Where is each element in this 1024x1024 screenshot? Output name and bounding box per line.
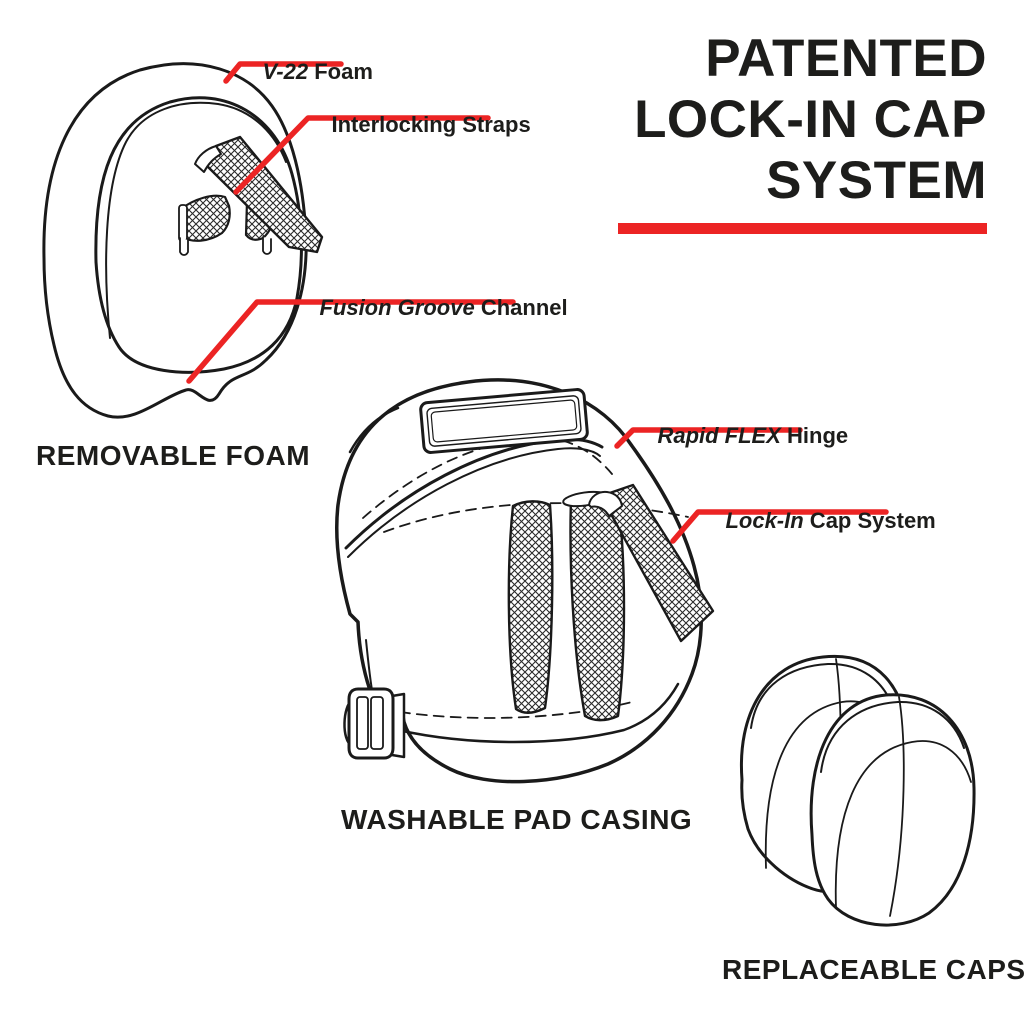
callout-v22-foam: V-22 Foam bbox=[238, 36, 373, 108]
callout-interlocking-straps: Interlocking Straps bbox=[307, 89, 531, 161]
buckle-bar-right bbox=[370, 696, 384, 750]
foam-strap-curl bbox=[194, 145, 222, 173]
leader-lock-in bbox=[670, 509, 889, 544]
leader-interlocking-straps bbox=[233, 115, 491, 195]
cap-front-arch bbox=[834, 740, 972, 909]
callout-fusion-groove-em: Fusion Groove bbox=[319, 295, 475, 320]
replaceable-caps-illustration bbox=[739, 654, 976, 927]
leader-fusion-groove bbox=[186, 299, 516, 384]
page-title: PATENTED LOCK-IN CAP SYSTEM bbox=[618, 28, 987, 234]
title-line-3: SYSTEM bbox=[766, 151, 987, 210]
callout-lock-in-em: Lock-In bbox=[725, 508, 804, 533]
callout-rapid-flex-em: Rapid FLEX bbox=[657, 423, 781, 448]
cap-back-top-line bbox=[750, 662, 895, 729]
callout-v22-foam-rest: Foam bbox=[308, 59, 373, 84]
callout-rapid-flex: Rapid FLEX Hinge bbox=[633, 400, 848, 472]
callout-fusion-groove-rest: Channel bbox=[474, 295, 568, 320]
title-line-2: LOCK-IN CAP bbox=[634, 90, 987, 149]
leader-rapid-flex bbox=[614, 427, 803, 449]
title-underline bbox=[618, 223, 987, 234]
leader-lines bbox=[186, 61, 889, 544]
title-line-1: PATENTED bbox=[705, 29, 987, 88]
knee-pad-illustration bbox=[335, 378, 715, 784]
callout-lock-in: Lock-In Cap System bbox=[701, 485, 936, 557]
callout-rapid-flex-rest: Hinge bbox=[780, 423, 849, 448]
velcro-patch bbox=[419, 388, 589, 454]
band-left-panel-line bbox=[348, 406, 400, 454]
left-hook-slot bbox=[178, 204, 188, 242]
mesh-slot-left bbox=[507, 500, 554, 714]
left-hook-strap bbox=[179, 194, 231, 242]
left-hook-tail bbox=[179, 237, 189, 256]
callout-v22-foam-em: V-22 bbox=[262, 59, 309, 84]
caption-removable-foam: REMOVABLE FOAM bbox=[36, 440, 311, 471]
foam-inset-line bbox=[105, 101, 287, 339]
middle-hook-tail bbox=[262, 236, 272, 255]
cap-front-crease bbox=[889, 696, 905, 917]
caption-replaceable-caps: REPLACEABLE CAPS bbox=[722, 954, 1024, 985]
removable-foam-illustration bbox=[42, 62, 324, 419]
cap-front bbox=[809, 693, 976, 927]
bottom-band-curve bbox=[396, 682, 680, 744]
caption-washable-pad-casing: WASHABLE PAD CASING bbox=[341, 804, 693, 835]
lock-in-strap-fold bbox=[588, 490, 623, 517]
buckle-bar-left bbox=[356, 696, 369, 750]
top-band-seam-outer bbox=[344, 437, 604, 550]
leader-v22-foam bbox=[223, 61, 344, 84]
callout-fusion-groove: Fusion Groove Channel bbox=[295, 272, 568, 344]
callout-interlocking-straps-rest: Interlocking Straps bbox=[331, 112, 531, 137]
cap-front-top-line bbox=[820, 700, 965, 773]
lock-in-strap bbox=[599, 483, 715, 643]
callout-lock-in-rest: Cap System bbox=[803, 508, 936, 533]
